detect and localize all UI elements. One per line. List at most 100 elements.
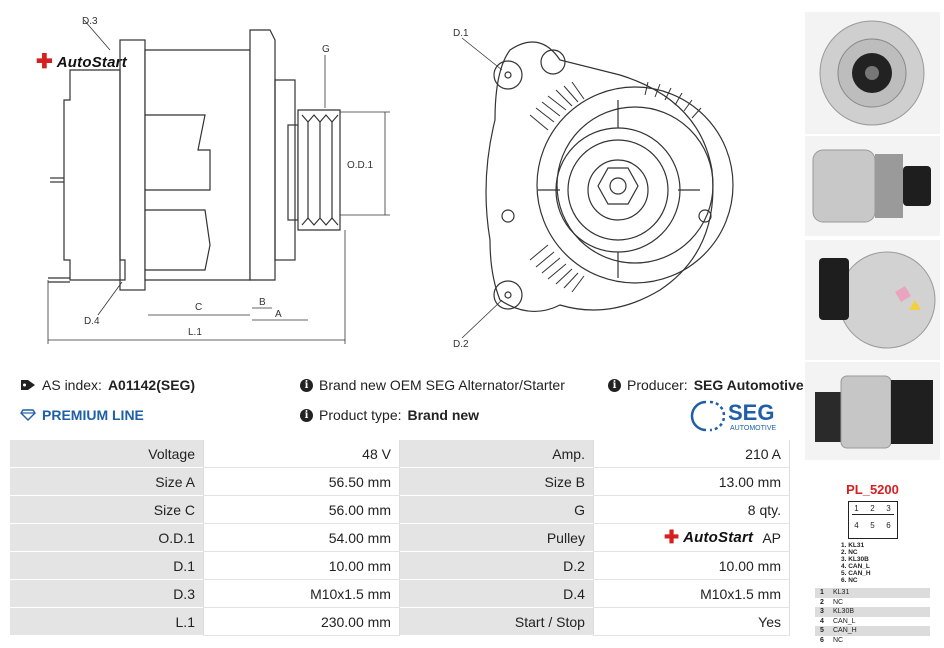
premium-line: PREMIUM LINE — [20, 407, 144, 423]
spec-value: 8 qty. — [592, 496, 790, 524]
diamond-icon — [20, 409, 36, 421]
legend-item: 6. NC — [841, 577, 858, 584]
label-b: B — [259, 297, 266, 308]
product-type: i Product type: Brand new — [300, 407, 479, 423]
spec-label: G — [399, 496, 593, 524]
spec-value-pulley: ✚ AutoStart AP — [592, 524, 790, 552]
label-d1: D.1 — [453, 28, 469, 39]
spec-label: Size B — [399, 468, 593, 496]
spec-value: 10.00 mm — [202, 552, 400, 580]
legend-item: 5. CAN_H — [841, 570, 871, 577]
spec-value: 56.00 mm — [202, 496, 400, 524]
side-view-drawing: D.3 G O.D.1 D.4 C B A L.1 — [47, 16, 390, 344]
spec-label: O.D.1 — [10, 524, 203, 552]
spec-value: 56.50 mm — [202, 468, 400, 496]
spec-value: 10.00 mm — [592, 552, 790, 580]
label-g: G — [322, 44, 330, 55]
seg-logo-sub: AUTOMOTIVE — [730, 425, 776, 432]
info-icon: i — [300, 378, 313, 392]
connector-plug: 1 2 3 4 5 6 — [847, 501, 898, 539]
table-row: D.3 M10x1.5 mm D.4 M10x1.5 mm — [10, 580, 790, 608]
table-row: Size C 56.00 mm G 8 qty. — [10, 496, 790, 524]
legend-item: 3. KL30B — [841, 556, 869, 563]
label-c: C — [195, 302, 202, 313]
logo-puzzle-icon: ✚ — [36, 51, 53, 73]
info-icon: i — [300, 408, 313, 422]
spec-value: 54.00 mm — [202, 524, 400, 552]
logo-wordmark: AutoStart — [56, 53, 127, 71]
as-index: AS index: A01142(SEG) — [20, 377, 195, 393]
connector-diagram: PL_5200 1 2 3 4 5 6 1. KL31 2. NC 3. KL3… — [815, 482, 930, 644]
as-index-value: A01142(SEG) — [107, 377, 196, 393]
label-a: A — [275, 309, 282, 320]
product-type-label: Product type: — [319, 407, 402, 423]
label-d2: D.2 — [453, 339, 469, 350]
spec-value: 13.00 mm — [592, 468, 790, 496]
product-type-value: Brand new — [407, 407, 480, 423]
spec-label: D.1 — [10, 552, 203, 580]
producer-value: SEG Automotive — [693, 377, 804, 393]
product-photo-side — [805, 136, 940, 236]
legend-item: 2. NC — [841, 549, 858, 556]
premium-label: PREMIUM LINE — [42, 407, 144, 423]
product-photo-rear — [805, 240, 940, 360]
pin-number: 2 — [870, 504, 875, 513]
spec-table: Voltage 48 V Amp. 210 A Size A 56.50 mm … — [10, 440, 790, 636]
spec-value: Yes — [592, 608, 790, 636]
label-d3: D.3 — [82, 16, 98, 27]
pin-number: 5 — [870, 521, 875, 530]
spec-label: L.1 — [10, 608, 203, 636]
as-index-label: AS index: — [42, 377, 102, 393]
seg-logo: SEG AUTOMOTIVE — [690, 398, 792, 434]
brand-new-text: Brand new OEM SEG Alternator/Starter — [319, 377, 565, 393]
logo-wordmark: AutoStart — [683, 528, 754, 546]
label-od1: O.D.1 — [347, 160, 374, 171]
spec-label: Pulley — [399, 524, 593, 552]
spec-value: 48 V — [202, 440, 400, 468]
pin-number: 3 — [886, 504, 891, 513]
label-d4: D.4 — [84, 316, 100, 327]
front-view-drawing: D.1 D.2 — [453, 28, 734, 350]
spec-label: Voltage — [10, 440, 203, 468]
spec-value: M10x1.5 mm — [592, 580, 790, 608]
spec-value: M10x1.5 mm — [202, 580, 400, 608]
legend-item: 1. KL31 — [841, 542, 865, 549]
info-icon: i — [608, 378, 621, 392]
table-row: D.1 10.00 mm D.2 10.00 mm — [10, 552, 790, 580]
tag-icon — [21, 380, 35, 390]
pin-number: 4 — [854, 521, 859, 530]
connector-legend: 1. KL31 2. NC 3. KL30B 4. CAN_L 5. CAN_H… — [841, 542, 930, 584]
product-photo-front — [805, 12, 940, 134]
connector-title: PL_5200 — [846, 482, 899, 497]
producer-label: Producer: — [627, 377, 688, 393]
brand-logo: ✚ AutoStart — [36, 52, 127, 72]
seg-logo-text: SEG — [728, 400, 774, 425]
spec-label: Size C — [10, 496, 203, 524]
table-row: Size A 56.50 mm Size B 13.00 mm — [10, 468, 790, 496]
pin-number: 6 — [886, 521, 891, 530]
table-row: Voltage 48 V Amp. 210 A — [10, 440, 790, 468]
table-row: O.D.1 54.00 mm Pulley ✚ AutoStart AP — [10, 524, 790, 552]
logo-puzzle-icon: ✚ — [663, 527, 680, 547]
spec-label: Size A — [10, 468, 203, 496]
product-photo-connector-side — [805, 362, 940, 460]
pin-number: 1 — [854, 504, 859, 513]
brand-new-note: i Brand new OEM SEG Alternator/Starter — [300, 377, 565, 393]
label-l1: L.1 — [188, 327, 202, 338]
table-watermark-logo: ✚ AutoStart — [664, 528, 753, 546]
spec-label: Amp. — [399, 440, 593, 468]
spec-value: 230.00 mm — [202, 608, 400, 636]
legend-item: 4. CAN_L — [841, 563, 870, 570]
spec-value: 210 A — [592, 440, 790, 468]
pulley-value: AP — [762, 529, 781, 546]
table-row: L.1 230.00 mm Start / Stop Yes — [10, 608, 790, 636]
spec-label: D.2 — [399, 552, 593, 580]
spec-label: D.3 — [10, 580, 203, 608]
